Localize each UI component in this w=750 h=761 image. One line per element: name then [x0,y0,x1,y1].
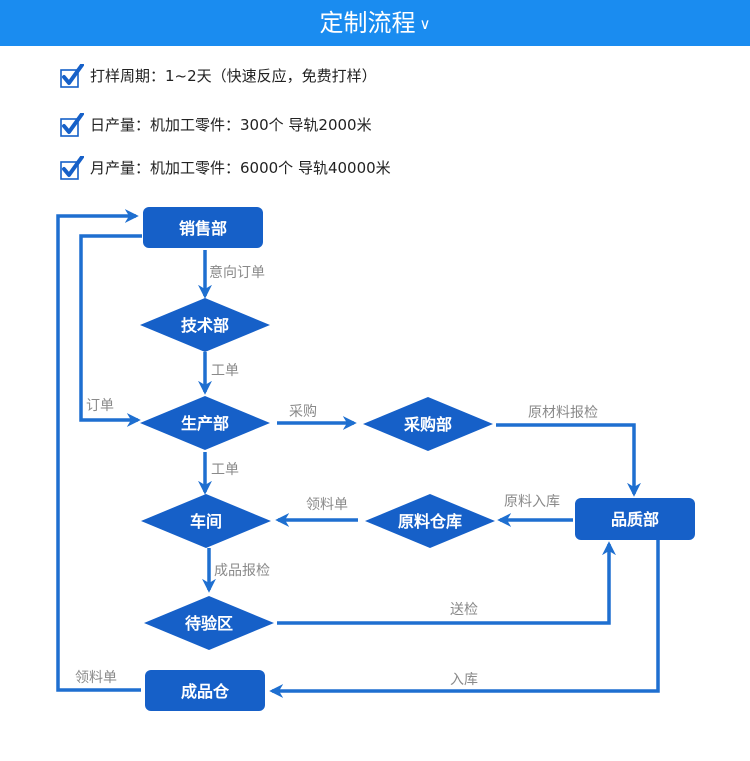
node-label-tech: 技术部 [181,316,229,335]
edge-label-finished-sales: 领料单 [75,670,117,686]
page-title: 定制流程∨ [0,6,750,41]
checkbox-checked-icon [60,113,84,137]
checkbox-checked-icon [60,64,84,88]
node-pending[interactable]: 待验区 [144,596,274,650]
edge-label-production-purchase: 采购 [289,404,317,420]
edge-label-pending-quality: 送检 [450,602,478,618]
edge-label-workshop-pending: 成品报检 [214,563,270,579]
edge-label-purchase-quality: 原材料报检 [528,405,598,421]
edge-label-quality-warehouse: 原料入库 [504,494,560,510]
node-label-purchase: 采购部 [403,415,452,434]
edge-label-production-workshop: 工单 [211,462,239,478]
edge-label-loop-order: 订单 [86,398,114,414]
edge-sales-to-production-loop [79,234,142,427]
edge-pending-to-quality [277,541,616,625]
node-label-workshop: 车间 [190,512,222,531]
edge-label-tech-production: 工单 [211,363,239,379]
node-label-pending: 待验区 [185,614,233,633]
node-label-finished: 成品仓 [181,682,230,701]
info-text-daily-output: 日产量：机加工零件：300个 导轨2000米 [90,116,372,134]
node-warehouse[interactable]: 原料仓库 [365,494,495,548]
edge-finished-to-sales [56,209,141,692]
edge-quality-to-finished [269,540,660,698]
page-title-text: 定制流程 [319,9,416,37]
node-label-quality: 品质部 [611,510,659,529]
edge-label-sales-tech: 意向订单 [209,264,265,281]
edge-label-quality-finished: 入库 [450,672,478,688]
node-workshop[interactable]: 车间 [141,494,271,548]
chevron-down-icon[interactable]: ∨ [419,15,431,33]
node-purchase[interactable]: 采购部 [363,397,493,451]
node-finished[interactable]: 成品仓 [145,670,265,711]
node-quality[interactable]: 品质部 [575,498,695,540]
node-label-production: 生产部 [181,414,229,433]
info-text-sample-cycle: 打样周期：1~2天（快速反应，免费打样） [90,67,377,85]
header-banner: 定制流程∨ [0,0,750,46]
node-tech[interactable]: 技术部 [140,298,270,352]
checkbox-checked-icon [60,156,84,180]
edge-purchase-to-quality [496,423,641,497]
node-label-sales: 销售部 [179,219,227,238]
edge-label-warehouse-workshop: 领料单 [306,497,348,513]
info-text-monthly-output: 月产量：机加工零件：6000个 导轨40000米 [90,159,391,177]
node-sales[interactable]: 销售部 [143,207,263,248]
node-label-warehouse: 原料仓库 [398,512,462,531]
node-production[interactable]: 生产部 [140,396,270,450]
